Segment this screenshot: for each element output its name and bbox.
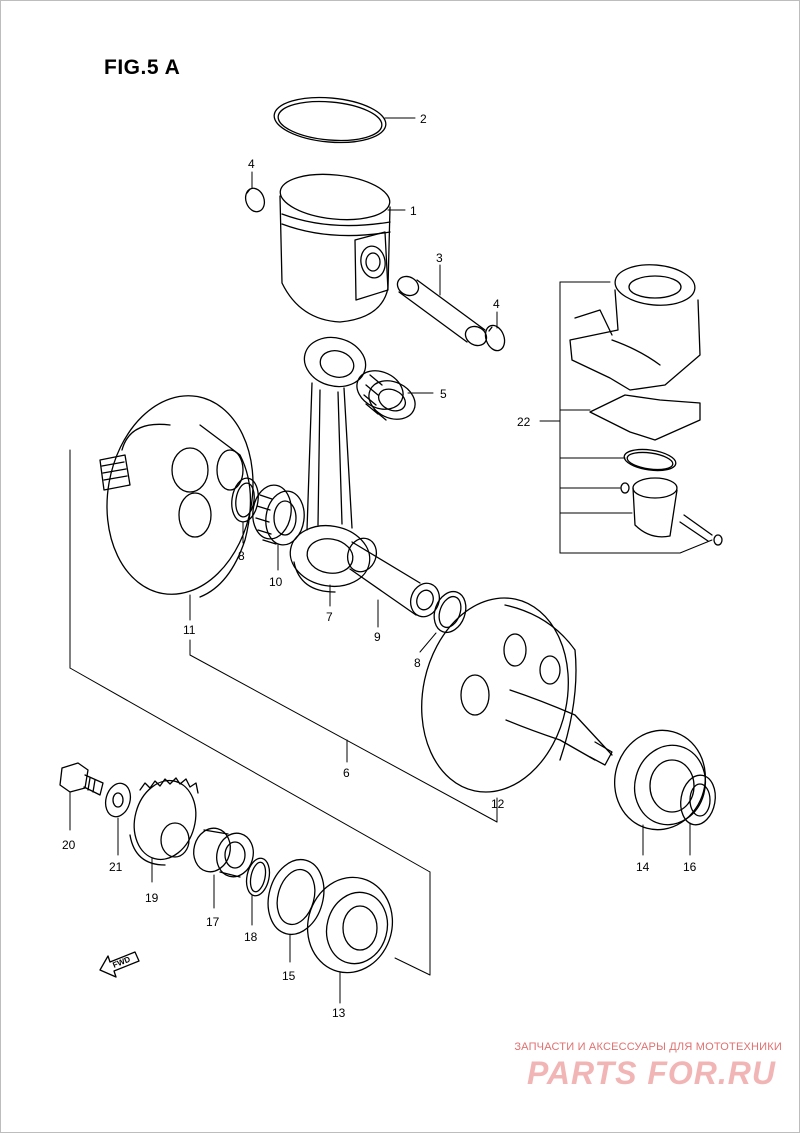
callout-17: 17 <box>206 915 220 929</box>
callout-labels: 2 1 3 4 4 5 22 8 10 7 9 8 11 6 12 14 16 … <box>62 112 697 1020</box>
callout-5: 5 <box>440 387 447 401</box>
callout-21: 21 <box>109 860 123 874</box>
main-bearing-part-right <box>613 729 707 831</box>
callout-8b: 8 <box>414 656 421 670</box>
cylinder-kit-part <box>569 264 723 546</box>
callout-19: 19 <box>145 891 159 905</box>
leader-lines <box>69 117 713 1004</box>
callout-6: 6 <box>343 766 350 780</box>
callout-11: 11 <box>183 623 196 637</box>
callout-2: 2 <box>420 112 427 126</box>
right-crank-half-part <box>421 597 613 793</box>
o-ring-part <box>245 857 271 897</box>
connecting-rod-part <box>289 336 371 593</box>
main-bearing-part-left <box>306 876 394 974</box>
callout-16: 16 <box>683 860 697 874</box>
callout-8a: 8 <box>238 549 245 563</box>
big-end-bearing-part <box>252 484 305 546</box>
callout-3: 3 <box>436 251 443 265</box>
fwd-arrow-icon <box>99 951 140 978</box>
callout-14: 14 <box>636 860 650 874</box>
callout-18: 18 <box>244 930 258 944</box>
oil-seal-part-right <box>680 774 716 826</box>
watermark-logo: PARTS FOR.RU <box>526 1055 776 1091</box>
washer-part <box>104 782 132 818</box>
callout-12: 12 <box>491 797 505 811</box>
callout-22: 22 <box>517 415 531 429</box>
primary-gear-part <box>129 777 199 866</box>
circlip-part-lower <box>484 324 506 352</box>
thrust-washer-part-right <box>433 590 467 634</box>
figure-title: FIG.5 A <box>104 56 181 79</box>
spacer-part <box>193 827 254 878</box>
circlip-part-upper <box>244 187 266 213</box>
callout-15: 15 <box>282 969 296 983</box>
callout-4b: 4 <box>493 297 500 311</box>
bolt-part <box>59 762 104 796</box>
left-crank-half-part <box>99 395 254 598</box>
callout-4a: 4 <box>248 157 255 171</box>
callout-13: 13 <box>332 1006 346 1020</box>
piston-part <box>279 173 391 323</box>
oil-seal-part-left <box>267 858 325 936</box>
small-end-bearing-part <box>356 370 416 421</box>
callout-1: 1 <box>410 204 417 218</box>
callout-20: 20 <box>62 838 76 852</box>
piston-ring-part <box>273 96 387 144</box>
watermark-caption: ЗАПЧАСТИ И АКСЕССУАРЫ ДЛЯ МОТОТЕХНИКИ <box>514 1041 782 1053</box>
callout-7: 7 <box>326 610 333 624</box>
callout-10: 10 <box>269 575 283 589</box>
piston-pin-part <box>396 275 488 347</box>
crank-pin-part <box>346 537 441 618</box>
callout-9: 9 <box>374 630 381 644</box>
